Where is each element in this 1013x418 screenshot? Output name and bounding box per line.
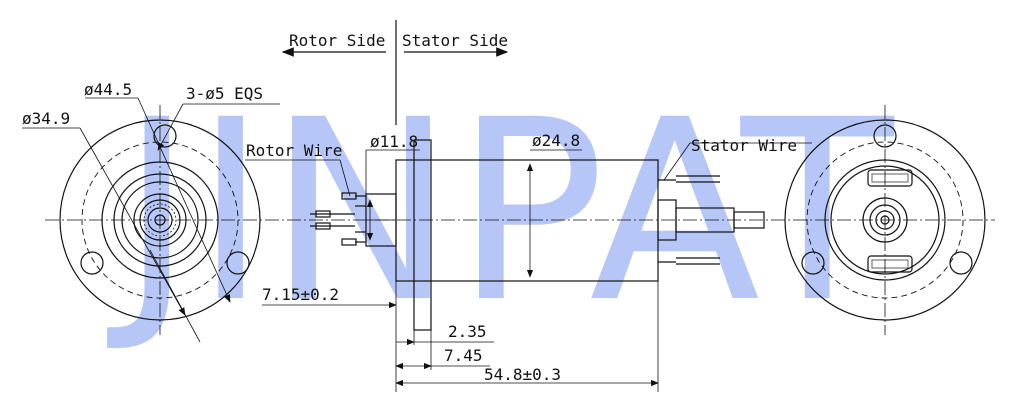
rotor-side-label: Rotor Side bbox=[289, 31, 385, 50]
bolt-circle-label: ø34.9 bbox=[22, 109, 70, 128]
rotor-wire-label: Rotor Wire bbox=[246, 141, 342, 160]
stator-side-label: Stator Side bbox=[402, 31, 508, 50]
flange-thickness-label: 2.35 bbox=[448, 322, 487, 341]
flange-to-face-label: 7.45 bbox=[444, 346, 483, 365]
watermark-text: JINPAT bbox=[107, 66, 895, 357]
rotor-end-view bbox=[22, 97, 280, 343]
slip-ring-side-view bbox=[245, 139, 812, 392]
stator-wire-label: Stator Wire bbox=[691, 136, 797, 155]
mount-holes-label: 3-ø5 EQS bbox=[186, 84, 263, 103]
rotor-offset-label: 7.15±0.2 bbox=[262, 285, 339, 304]
overall-length-label: 54.8±0.3 bbox=[484, 365, 561, 384]
stator-end-view bbox=[784, 105, 986, 335]
body-diameter-label: ø24.8 bbox=[532, 131, 580, 150]
rotor-diameter-label: ø11.8 bbox=[370, 132, 418, 151]
outer-diameter-label: ø44.5 bbox=[84, 80, 132, 99]
